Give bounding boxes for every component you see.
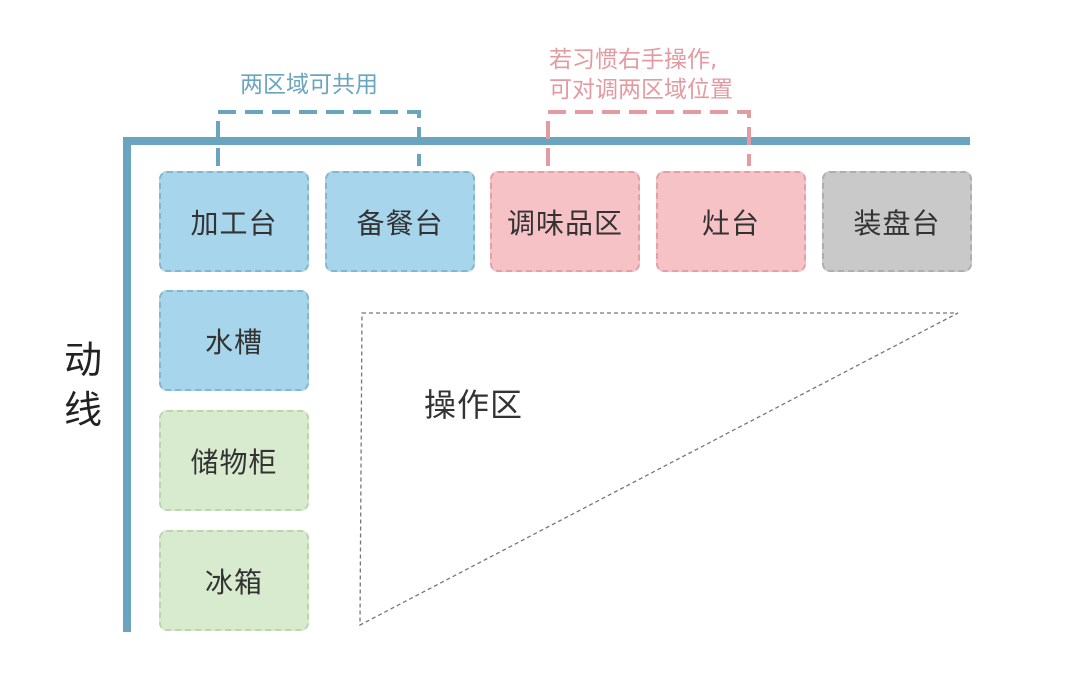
- flow-line-vertical: [123, 137, 131, 632]
- station-plating-counter: 装盘台: [822, 171, 972, 272]
- shared-bracket-label: 两区域可共用: [240, 72, 378, 98]
- swap-bracket: [546, 110, 751, 166]
- shared-bracket: [216, 110, 421, 166]
- flow-line-label: 动 线: [58, 335, 108, 435]
- swap-bracket-label-line-2: 可对调两区域位置: [549, 77, 733, 103]
- station-prep-counter: 加工台: [159, 171, 309, 272]
- swap-bracket-label: 若习惯右手操作, 可对调两区域位置: [549, 45, 733, 105]
- flow-line-horizontal: [123, 137, 970, 145]
- station-condiment-area: 调味品区: [490, 171, 640, 272]
- station-refrigerator: 冰箱: [159, 530, 309, 631]
- swap-bracket-label-line-1: 若习惯右手操作,: [549, 47, 718, 73]
- station-storage-cabinet: 储物柜: [159, 410, 309, 511]
- flow-line-label-char-1: 动: [63, 338, 102, 382]
- station-sink: 水槽: [159, 290, 309, 391]
- station-serving-counter: 备餐台: [325, 171, 475, 272]
- operation-area-triangle: [359, 312, 959, 627]
- operation-area-label: 操作区: [424, 386, 524, 424]
- flow-line-label-char-2: 线: [63, 388, 102, 432]
- station-stove: 灶台: [656, 171, 806, 272]
